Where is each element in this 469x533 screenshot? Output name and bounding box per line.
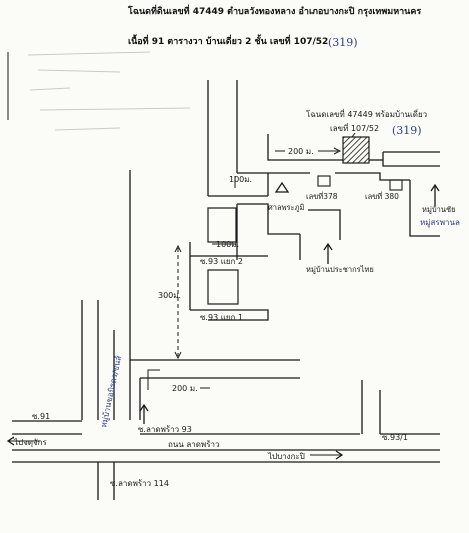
house-380-block bbox=[389, 179, 403, 191]
faint-background-marks bbox=[27, 51, 191, 131]
shrine-icon bbox=[274, 181, 290, 193]
top-right-block bbox=[382, 152, 440, 167]
to-bangkapi-label: ไปบางกะปิ bbox=[267, 452, 305, 461]
house-380-label: เลขที่ 380 bbox=[365, 191, 399, 201]
main-road-label: ถนน ลาดพร้าว bbox=[168, 440, 219, 449]
village-pop-block bbox=[308, 209, 341, 240]
block-upper bbox=[207, 207, 237, 243]
soi93-yaek1-road bbox=[190, 309, 269, 321]
shrine-label: ศาลพระภูมิ bbox=[268, 203, 305, 212]
property-parcel bbox=[342, 136, 370, 164]
property-pointer bbox=[351, 132, 356, 138]
header-line-2: เนื้อที่ 91 ตารางวา บ้านเดี่ยว 2 ชั้น เล… bbox=[128, 34, 328, 47]
soi93-yaek1-label: ซ.93 แยก 1 bbox=[200, 313, 243, 322]
distance-200-top: 200 ม. bbox=[288, 147, 314, 156]
property-handwritten-code: (319) bbox=[392, 124, 422, 137]
soi114-label: ซ.ลาดพร้าว 114 bbox=[110, 479, 169, 488]
distance-200-bottom: 200 ม. bbox=[172, 384, 198, 393]
village-bottom-handwritten: หมู่บ้านขอบิรดร/ขนส์ bbox=[98, 355, 124, 429]
property-label-line-1: โฉนดเลขที่ 47449 พร้อมบ้านเดี่ยว bbox=[306, 108, 427, 119]
header-line-1: โฉนดที่ดินเลขที่ 47449 ตำบลวังทองหลาง อำ… bbox=[127, 4, 421, 17]
top-soi-left-edge bbox=[267, 134, 343, 161]
house-378-label: เลขที่378 bbox=[306, 191, 338, 201]
village-kor-handwritten: หมู่สรพานล bbox=[420, 218, 460, 228]
distance-300: 300ม. bbox=[158, 291, 181, 300]
soi91-label: ซ.91 bbox=[32, 412, 50, 421]
to-chatuchak-label: ไปจตุจักร bbox=[13, 438, 48, 447]
village-kor-label: หมู่บ้านชัย bbox=[422, 205, 455, 214]
distance-100-left: 100ม. bbox=[216, 240, 239, 249]
block-lower bbox=[207, 269, 239, 305]
cross-soi-lower bbox=[237, 203, 300, 235]
property-label-line-2: เลขที่ 107/52 bbox=[330, 122, 379, 133]
house-378-block bbox=[317, 175, 331, 187]
village-kor-road bbox=[409, 180, 440, 237]
distance-100-right: 100ม. bbox=[229, 175, 252, 184]
header-handwritten-code: (319) bbox=[328, 36, 358, 49]
soi93-main-label: ซ.ลาดพร้าว 93 bbox=[138, 425, 192, 434]
village-population-label: หมู่บ้านประชากรไทย bbox=[306, 265, 374, 274]
soi93-1-label: ซ.93/1 bbox=[382, 433, 408, 442]
soi93-yaek2-label: ซ.93 แยก 2 bbox=[200, 257, 243, 266]
mid-soi-right bbox=[335, 172, 410, 181]
